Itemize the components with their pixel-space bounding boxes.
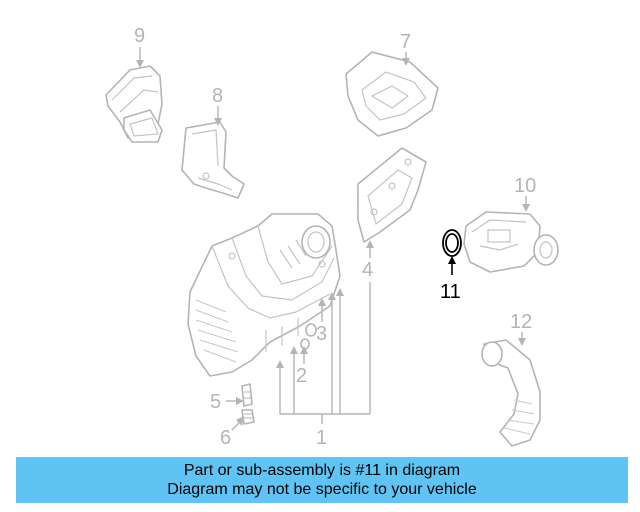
part-5-clip <box>241 383 253 407</box>
callout-4: 4 <box>362 240 374 281</box>
callout-10: 10 <box>514 175 536 212</box>
callout-9: 9 <box>134 25 145 68</box>
svg-text:8: 8 <box>212 85 223 107</box>
svg-text:9: 9 <box>134 25 145 47</box>
callout-11[interactable]: 11 <box>440 256 461 303</box>
part-12-hose <box>481 339 541 447</box>
notice-line-disclaimer: Diagram may not be specific to your vehi… <box>167 481 477 498</box>
part-9-intake-duct <box>105 65 163 143</box>
svg-text:6: 6 <box>220 427 231 449</box>
callout-1: 1 <box>276 282 371 449</box>
callout-3: 3 <box>316 298 327 345</box>
svg-text:4: 4 <box>362 259 373 281</box>
callout-7: 7 <box>400 31 411 66</box>
callout-2: 2 <box>296 346 308 387</box>
svg-text:7: 7 <box>400 31 411 53</box>
svg-text:5: 5 <box>210 391 221 413</box>
fitment-notice-banner: Part or sub-assembly is #11 in diagram D… <box>16 457 628 503</box>
part-10-sensor <box>463 211 559 273</box>
part-11-seal[interactable] <box>442 229 462 257</box>
callout-6: 6 <box>220 416 244 449</box>
part-8-bracket <box>181 121 245 199</box>
parts-diagram: 9 8 7 <box>105 25 559 449</box>
callout-5: 5 <box>210 391 244 413</box>
callout-12: 12 <box>510 311 532 346</box>
svg-text:11: 11 <box>440 281 461 303</box>
notice-line-part-number: Part or sub-assembly is #11 in diagram <box>183 462 461 479</box>
callout-8: 8 <box>212 85 223 126</box>
part-6-clip <box>241 409 255 425</box>
svg-text:2: 2 <box>296 365 307 387</box>
svg-text:1: 1 <box>316 427 327 449</box>
svg-text:10: 10 <box>514 175 536 197</box>
part-1-air-cleaner-box <box>187 213 341 377</box>
part-7-cover <box>345 51 439 137</box>
part-4-plate <box>357 147 427 243</box>
svg-text:12: 12 <box>510 311 532 333</box>
part-3-bolt <box>305 323 317 337</box>
svg-text:3: 3 <box>316 323 327 345</box>
part-2-grommet <box>300 338 310 350</box>
